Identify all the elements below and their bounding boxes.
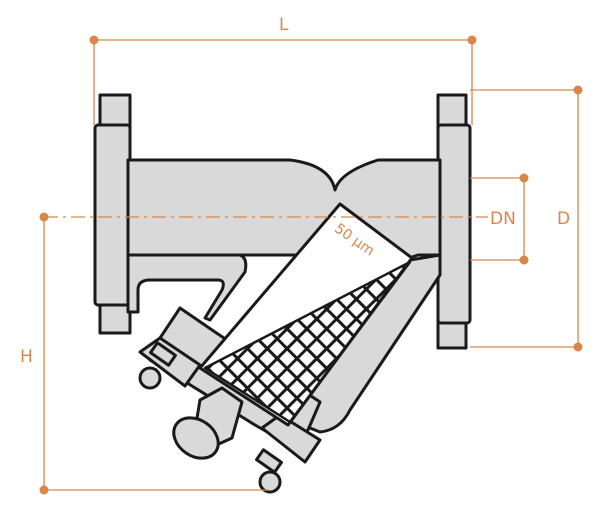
left-flange [93, 93, 132, 130]
dim-height-label: H [20, 347, 33, 367]
dimension-lines [39, 35, 583, 495]
dim-diameter-label: D [557, 209, 570, 229]
lower-boss [126, 253, 248, 322]
dim-nominal-dot-bottom [519, 255, 529, 265]
dim-height-dot-top [39, 212, 49, 222]
right-flange-plate [436, 123, 472, 325]
bolt-lower-stud [255, 448, 283, 474]
drain-plug-cap [172, 416, 220, 460]
bolt-upper [138, 366, 162, 390]
dim-length-dot-right [467, 35, 477, 45]
dim-length-dot-left [89, 35, 99, 45]
dim-diameter-dot-bottom [573, 342, 583, 352]
left-flange-plate [93, 123, 132, 307]
bolt-lower [258, 470, 282, 494]
dim-nominal-label: DN [490, 209, 516, 229]
dim-length-label: L [279, 15, 289, 35]
filter-screen: 50 µm [198, 202, 414, 427]
dim-height-dot-bottom [39, 485, 49, 495]
right-flange-upper-lug [436, 93, 468, 130]
bolt-upper-stud [149, 341, 177, 367]
screen-edge [286, 257, 414, 426]
dim-nominal-dot-top [519, 173, 529, 183]
screen-housing [288, 253, 442, 434]
cover-lower-lug [260, 413, 322, 464]
dim-diameter-dot-top [573, 85, 583, 95]
